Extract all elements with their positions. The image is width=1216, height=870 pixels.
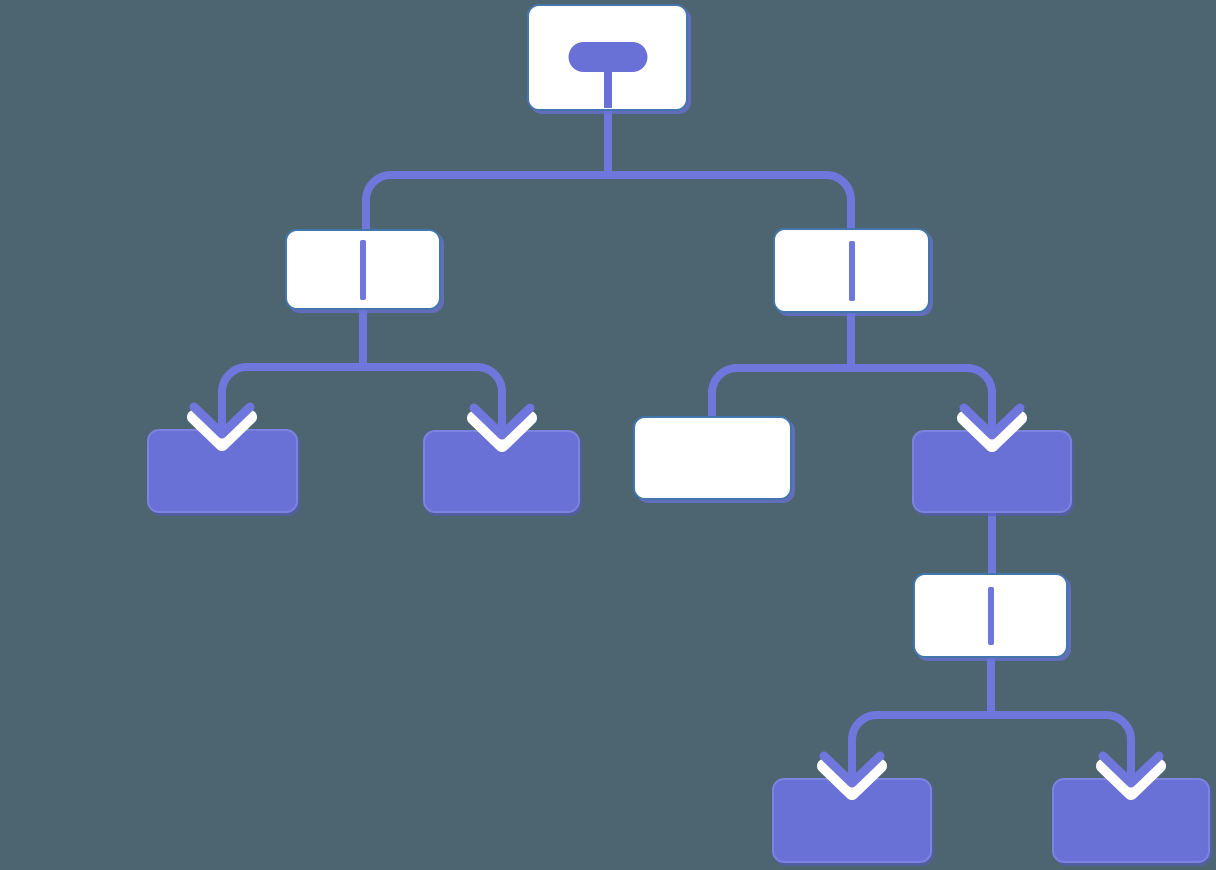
vertical-divider-icon <box>987 586 994 645</box>
edge-branch-left-children <box>218 363 506 434</box>
branch-node-right[interactable] <box>773 228 930 313</box>
root-node[interactable] <box>527 4 688 111</box>
leaf-node-2[interactable] <box>423 430 580 513</box>
child-purple-node[interactable] <box>912 430 1072 513</box>
branch-node-left[interactable] <box>285 229 441 310</box>
sub-branch-node[interactable] <box>913 573 1068 658</box>
leaf-node-1[interactable] <box>147 429 298 513</box>
edge-root-branches <box>362 171 855 231</box>
pill-stem-icon <box>603 72 612 108</box>
vertical-divider-icon <box>848 240 855 301</box>
edge-sub-branch-children <box>848 711 1135 782</box>
child-white-node[interactable] <box>633 416 792 500</box>
leaf-node-4[interactable] <box>1052 778 1210 863</box>
vertical-divider-icon <box>360 239 366 300</box>
pill-icon <box>568 42 647 72</box>
leaf-node-3[interactable] <box>772 778 932 863</box>
